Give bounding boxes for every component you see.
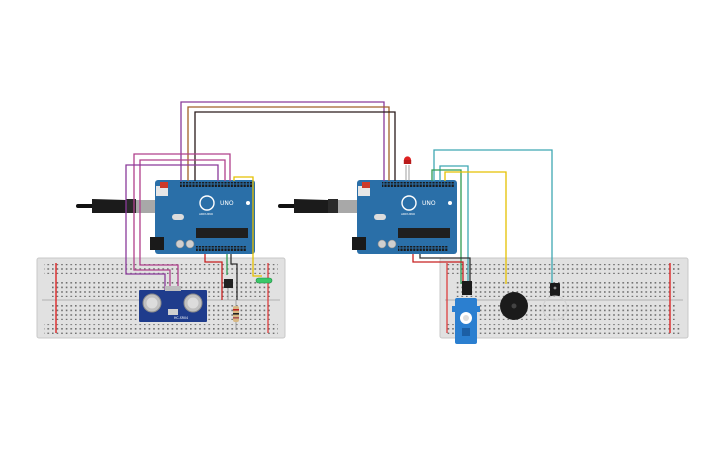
right-breadboard: [439, 257, 689, 339]
left-arduino-board[interactable]: ARDUINO UNO: [150, 180, 255, 254]
wire-yellow-left[interactable]: [233, 176, 262, 277]
wire-yellow-right[interactable]: [444, 171, 507, 284]
left-usb-cable: [76, 199, 156, 213]
wire-green-right[interactable]: [431, 169, 462, 284]
top-wires: [180, 101, 396, 181]
right-arduino-model: UNO: [422, 200, 436, 207]
left-green-led[interactable]: [255, 277, 273, 284]
left-wires: [125, 153, 262, 300]
left-resistor[interactable]: [233, 300, 239, 330]
left-arduino-model: UNO: [220, 200, 234, 207]
wire-dark-top[interactable]: [194, 111, 396, 181]
piezo-buzzer[interactable]: [500, 292, 528, 320]
wire-purple-top[interactable]: [180, 101, 385, 181]
right-arduino-brand: ARDUINO: [401, 212, 416, 216]
right-wires: [412, 149, 553, 284]
sensor-label: HC-SR04: [174, 316, 188, 320]
photoresistor[interactable]: [542, 283, 568, 321]
wire-teal-1[interactable]: [433, 149, 553, 284]
wire-red-left[interactable]: [204, 254, 223, 300]
right-arduino-board[interactable]: ARDUINO UNO: [352, 180, 457, 254]
wire-purple-2[interactable]: [125, 164, 219, 293]
wire-red-right[interactable]: [412, 254, 464, 284]
wire-magenta-1[interactable]: [133, 153, 231, 293]
left-transistor[interactable]: [224, 279, 233, 300]
wire-dark-right[interactable]: [419, 254, 471, 284]
wire-teal-2[interactable]: [439, 165, 469, 284]
ultrasonic-sensor[interactable]: HC-SR04: [139, 286, 207, 322]
left-arduino-brand: ARDUINO: [199, 212, 214, 216]
servo-motor[interactable]: [452, 281, 480, 344]
wire-brown-top[interactable]: [187, 106, 390, 181]
wire-dark-left[interactable]: [230, 254, 238, 300]
right-usb-cable: [278, 199, 358, 213]
wire-magenta-2[interactable]: [139, 159, 226, 293]
red-led[interactable]: [403, 156, 412, 181]
